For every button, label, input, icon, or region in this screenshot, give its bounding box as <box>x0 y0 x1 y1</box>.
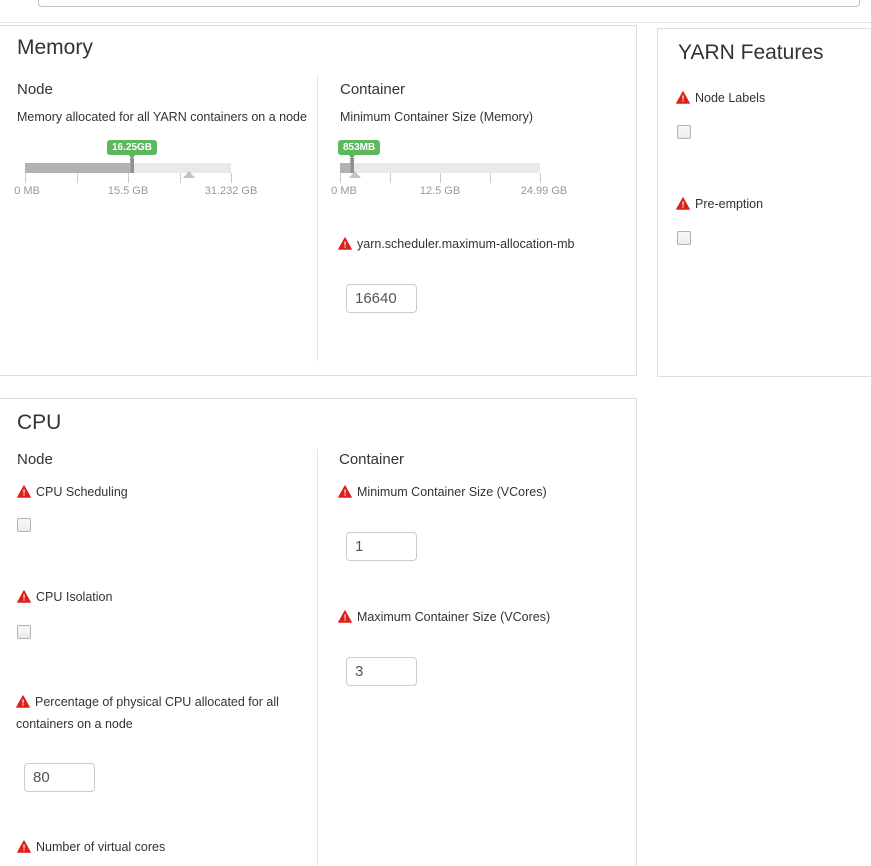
cpu-container-heading: Container <box>339 451 405 468</box>
max-vcores-row: ! Maximum Container Size (VCores) <box>338 610 550 625</box>
slider-value-badge: 853MB <box>338 140 381 155</box>
property-label: Percentage of physical CPU allocated for… <box>16 695 279 731</box>
slider-tick <box>490 173 491 183</box>
svg-text:!: ! <box>23 488 26 498</box>
slider-tick <box>540 173 541 183</box>
cpu-scheduling-row: ! CPU Scheduling <box>17 485 128 500</box>
warning-icon: ! <box>676 91 690 104</box>
property-label: Number of virtual cores <box>36 840 166 854</box>
badge-arrow <box>348 154 356 159</box>
badge-arrow <box>128 154 136 159</box>
slider-tick <box>179 173 181 183</box>
memory-column-divider <box>317 74 318 361</box>
warning-icon: ! <box>338 485 352 498</box>
toggle-label: CPU Scheduling <box>36 485 128 499</box>
memory-panel-title: Memory <box>17 36 93 59</box>
memory-node-description: Memory allocated for all YARN containers… <box>17 110 307 124</box>
slider-track[interactable] <box>340 163 540 173</box>
cpu-column-divider <box>317 449 318 866</box>
max-allocation-mb-label-row: ! yarn.scheduler.maximum-allocation-mb <box>338 237 574 252</box>
slider-handle[interactable] <box>350 158 354 173</box>
config-filter-input[interactable] <box>38 0 860 7</box>
pre-emption-row: ! Pre-emption <box>676 197 763 212</box>
node-labels-checkbox[interactable] <box>677 125 691 139</box>
slider-fill <box>340 163 352 173</box>
property-label: Maximum Container Size (VCores) <box>357 610 551 624</box>
cpu-isolation-checkbox[interactable] <box>17 625 31 639</box>
min-vcores-input[interactable] <box>346 532 417 561</box>
svg-text:!: ! <box>344 240 347 250</box>
yarn-features-panel: YARN Features ! Node Labels ! Pre-emptio… <box>657 28 871 377</box>
slider-handle[interactable] <box>130 158 134 173</box>
yarn-features-title: YARN Features <box>678 41 824 64</box>
slider-tick-label: 0 MB <box>331 185 357 197</box>
min-vcores-row: ! Minimum Container Size (VCores) <box>338 485 547 500</box>
cpu-panel-title: CPU <box>17 411 62 434</box>
slider-tick <box>231 173 232 183</box>
warning-icon: ! <box>17 840 31 853</box>
max-vcores-input[interactable] <box>346 657 417 686</box>
slider-fill <box>25 163 132 173</box>
slider-tick-label: 31.232 GB <box>204 185 258 197</box>
svg-text:!: ! <box>23 593 26 603</box>
slider-tick <box>390 173 391 183</box>
memory-container-heading: Container <box>340 81 406 98</box>
warning-icon: ! <box>676 197 690 210</box>
virtual-cores-row: ! Number of virtual cores <box>17 840 165 855</box>
svg-text:!: ! <box>23 843 26 853</box>
slider-tick-label: 12.5 GB <box>419 185 461 197</box>
warning-icon: ! <box>17 590 31 603</box>
property-label: yarn.scheduler.maximum-allocation-mb <box>357 237 575 251</box>
memory-node-heading: Node <box>17 81 53 98</box>
recommended-value-marker <box>183 171 195 178</box>
max-allocation-mb-input[interactable] <box>346 284 417 313</box>
warning-icon: ! <box>16 695 30 708</box>
slider-tick <box>440 173 441 183</box>
property-label: Minimum Container Size (VCores) <box>357 485 547 499</box>
node-labels-row: ! Node Labels <box>676 91 765 106</box>
slider-tick-label: 15.5 GB <box>107 185 149 197</box>
slider-tick-label: 0 MB <box>14 185 40 197</box>
slider-tick <box>25 173 26 183</box>
recommended-value-marker <box>349 171 361 178</box>
slider-tick <box>128 173 129 183</box>
warning-icon: ! <box>17 485 31 498</box>
svg-text:!: ! <box>344 613 347 623</box>
cpu-node-heading: Node <box>17 451 53 468</box>
svg-text:!: ! <box>682 94 685 104</box>
topbar-divider <box>0 22 871 23</box>
memory-panel: Memory Node Memory allocated for all YAR… <box>0 25 637 376</box>
pre-emption-checkbox[interactable] <box>677 231 691 245</box>
slider-tick <box>340 173 341 183</box>
toggle-label: Pre-emption <box>695 197 764 211</box>
cpu-panel: CPU Node ! CPU Scheduling ! CPU Isolatio… <box>0 398 637 866</box>
toggle-label: CPU Isolation <box>36 590 113 604</box>
warning-icon: ! <box>338 237 352 250</box>
slider-tick <box>76 173 78 183</box>
svg-text:!: ! <box>344 488 347 498</box>
slider-value-badge: 16.25GB <box>106 140 158 155</box>
slider-track[interactable] <box>25 163 231 173</box>
warning-icon: ! <box>338 610 352 623</box>
cpu-percentage-input[interactable] <box>24 763 95 792</box>
svg-text:!: ! <box>22 698 25 708</box>
memory-container-description: Minimum Container Size (Memory) <box>340 110 534 124</box>
svg-text:!: ! <box>682 200 685 210</box>
cpu-isolation-row: ! CPU Isolation <box>17 590 112 605</box>
toggle-label: Node Labels <box>695 91 766 105</box>
slider-tick-label: 24.99 GB <box>520 185 568 197</box>
cpu-percentage-label: ! Percentage of physical CPU allocated f… <box>16 691 316 735</box>
cpu-scheduling-checkbox[interactable] <box>17 518 31 532</box>
